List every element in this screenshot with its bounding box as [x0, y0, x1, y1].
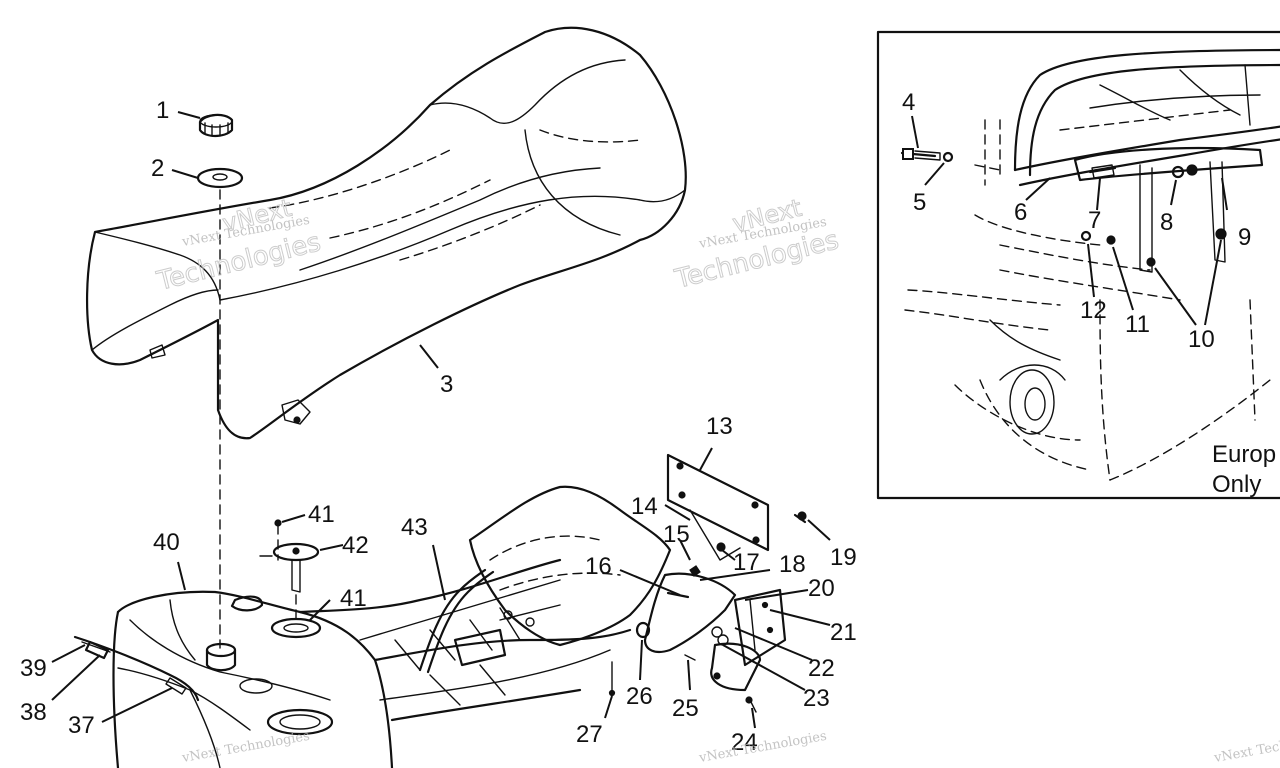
inset-label-line1: Europ: [1212, 441, 1276, 468]
callout-19: 19: [830, 544, 857, 571]
seat: [85, 26, 687, 440]
chassis-tunnel: [298, 558, 632, 722]
callout-39: 39: [20, 655, 47, 682]
callout-2: 2: [151, 155, 164, 182]
callout-4: 4: [902, 89, 915, 116]
inset-panel: 4 5 6 7 8 9 12 11 10 Europ Only: [876, 30, 1280, 500]
taillight-bracket: [608, 511, 807, 713]
callout-16: 16: [585, 553, 612, 580]
callout-24: 24: [731, 729, 758, 756]
callout-20: 20: [808, 575, 835, 602]
callout-23: 23: [803, 685, 830, 712]
callout-37: 37: [68, 712, 95, 739]
callout-1: 1: [156, 97, 169, 124]
license-plate: [666, 453, 770, 561]
callout-15: 15: [663, 521, 690, 548]
callout-7: 7: [1088, 207, 1101, 234]
callout-13: 13: [706, 413, 733, 440]
callout-8: 8: [1160, 209, 1173, 236]
callout-3: 3: [440, 371, 453, 398]
callout-10: 10: [1188, 326, 1215, 353]
fuel-cap: [198, 113, 234, 138]
rear-cowl: [468, 485, 672, 647]
callout-41-bottom: 41: [340, 585, 367, 612]
callout-leaders: [51, 111, 831, 729]
watermark-text: vNext Technologies: [1212, 729, 1280, 766]
fuel-sender: [239, 519, 322, 694]
callout-41-top: 41: [308, 501, 335, 528]
callout-38: 38: [20, 699, 47, 726]
callout-27: 27: [576, 721, 603, 748]
callout-17: 17: [733, 549, 760, 576]
callout-5: 5: [913, 189, 926, 216]
washer: [196, 167, 244, 189]
callout-labels: 1 2 3 13 14 15 16 17 18 19 20 21 22 23 2…: [20, 97, 857, 756]
callout-14: 14: [631, 493, 658, 520]
callout-43: 43: [401, 514, 428, 541]
callout-18: 18: [779, 551, 806, 578]
watermark-text: vNext Technologies: [697, 729, 828, 766]
callout-40: 40: [153, 529, 180, 556]
callout-12: 12: [1080, 297, 1107, 324]
inset-label-line2: Only: [1212, 471, 1261, 498]
callout-11: 11: [1125, 311, 1150, 338]
callout-9: 9: [1238, 224, 1251, 251]
callout-25: 25: [672, 695, 699, 722]
callout-42: 42: [342, 532, 369, 559]
callout-21: 21: [830, 619, 857, 646]
callout-26: 26: [626, 683, 653, 710]
callout-22: 22: [808, 655, 835, 682]
watermark-text: vNext Technologies: [180, 729, 311, 766]
callout-6: 6: [1014, 199, 1027, 226]
vent-line: [73, 635, 200, 702]
fuel-tank: [112, 590, 394, 768]
